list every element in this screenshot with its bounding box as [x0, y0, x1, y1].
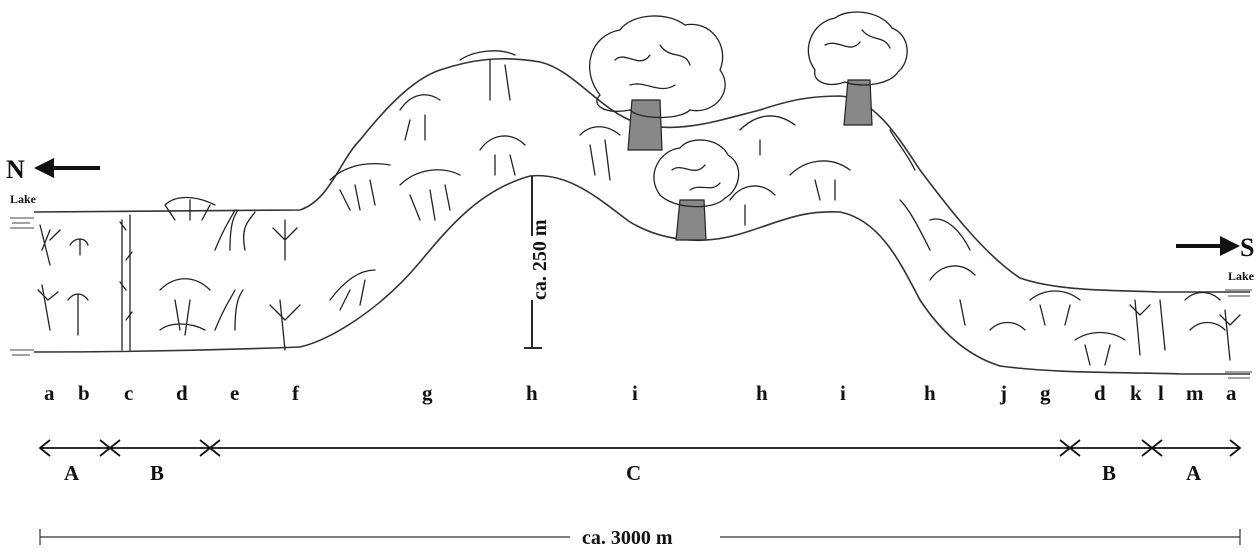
terrain-core-outline [300, 176, 1250, 374]
unit-label-k: k [1130, 381, 1142, 405]
shrub-cluster-icon [38, 51, 1240, 365]
unit-label-a: a [1226, 381, 1237, 405]
north-label: N [6, 155, 25, 184]
zone-label-a: A [1186, 461, 1202, 485]
unit-label-d: d [176, 381, 188, 405]
unit-label-i: i [840, 381, 846, 405]
zone-labels: A B C B A [64, 461, 1202, 485]
unit-label-i: i [632, 381, 638, 405]
unit-label-h: h [526, 381, 538, 405]
vegetation-unit-labels: a b c d e f g h i h i h j g d k l m a [44, 381, 1237, 405]
tree-large-1-icon [590, 16, 726, 150]
unit-label-l: l [1158, 381, 1164, 405]
lake-left-label: Lake [10, 192, 37, 206]
tree-large-2-icon [654, 140, 739, 240]
north-arrow-icon [34, 158, 100, 178]
unit-label-b: b [78, 381, 90, 405]
terrain-base-outline [34, 347, 300, 352]
unit-label-m: m [1186, 381, 1204, 405]
width-label: ca. 3000 m [582, 527, 673, 549]
unit-label-e: e [230, 381, 239, 405]
unit-label-d: d [1094, 381, 1106, 405]
unit-label-j: j [999, 381, 1007, 405]
zone-arrows [40, 440, 1240, 456]
zone-label-b: B [150, 461, 164, 485]
water-left-icon [10, 218, 34, 355]
unit-label-f: f [292, 381, 300, 405]
tree-large-3-icon [808, 12, 907, 125]
unit-label-h: h [756, 381, 768, 405]
zone-label-b: B [1102, 461, 1116, 485]
lake-right-label: Lake [1228, 269, 1255, 283]
water-right-icon [1225, 290, 1252, 378]
unit-label-a: a [44, 381, 55, 405]
terrain-upper-outline [34, 59, 1250, 292]
south-arrow-icon [1176, 236, 1240, 256]
zone-label-c: C [626, 461, 641, 485]
unit-label-g: g [1040, 381, 1051, 405]
unit-label-g: g [422, 381, 433, 405]
unit-label-h: h [924, 381, 936, 405]
zone-label-a: A [64, 461, 80, 485]
south-label: S [1240, 233, 1254, 262]
unit-label-c: c [124, 381, 133, 405]
height-label: ca. 250 m [529, 219, 551, 300]
